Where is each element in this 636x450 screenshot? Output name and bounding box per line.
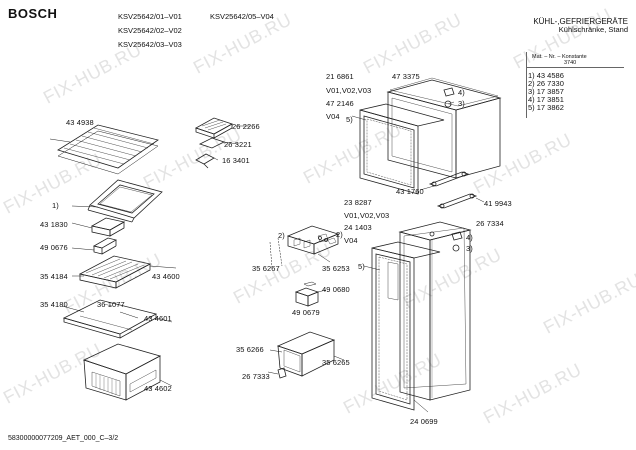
category-line: KÜHL-,GEFRIERGERÄTE: [533, 17, 628, 26]
note-marker: 5): [358, 262, 365, 271]
part-number-label: 36 1077: [97, 300, 125, 309]
fridge-gasket-part: [363, 241, 441, 413]
legend-header: Mat. – Nr. – Konstante: [532, 54, 587, 60]
part-number-label: 24 0699: [410, 417, 438, 426]
note-marker: 3): [458, 99, 465, 108]
document-id: 58300000077209_AET_000_C–3/2: [8, 435, 119, 442]
legend-item: 3) 17 3857: [528, 87, 564, 96]
legend-item: 2) 26 7330: [528, 79, 564, 88]
door-shelf-part: [269, 225, 340, 269]
part-number-label: 24 1403: [344, 223, 372, 232]
category-line: Kühlschränke, Stand: [558, 25, 628, 34]
part-number-label: 35 6266: [236, 345, 264, 354]
bracket-part: [71, 237, 118, 255]
drawer-part: [72, 255, 177, 289]
note-marker: 2): [278, 231, 285, 240]
hinge-part: [451, 231, 463, 252]
note-marker: 1): [52, 201, 59, 210]
part-number-label: 26 7334: [476, 219, 504, 228]
freezer-door-part: [386, 77, 502, 179]
part-number-label: 35 6253: [322, 264, 350, 273]
legend-divider: [526, 67, 624, 68]
freezer-gasket-part: [351, 103, 445, 195]
legend-header: 3740: [564, 60, 577, 66]
egg-tray-part: [195, 117, 250, 139]
variant-label: V04: [326, 112, 340, 121]
note-marker: 4): [458, 88, 465, 97]
part-number-label: 35 4180: [40, 300, 68, 309]
part-number-label: 49 0680: [322, 285, 350, 294]
door-handle-part: [436, 193, 485, 209]
part-number-label: 49 0679: [292, 308, 320, 317]
part-number-label: 35 6267: [252, 264, 280, 273]
glass-shelf-part: [61, 299, 173, 339]
part-number-label: 35 4184: [40, 272, 68, 281]
part-number-label: 43 4602: [144, 384, 172, 393]
brand-logo: BOSCH: [8, 6, 58, 21]
model-number: KSV25642/03–V03: [118, 40, 182, 49]
note-marker: 3): [466, 244, 473, 253]
part-number-label: 43 4601: [144, 314, 172, 323]
crisper-drawer-part: [82, 343, 173, 401]
legend-frame: [526, 52, 627, 118]
part-number-label: 43 4600: [152, 272, 180, 281]
scraper-part: [195, 153, 219, 169]
part-number-label: 47 2146: [326, 99, 354, 108]
part-number-label: 43 1760: [396, 187, 424, 196]
variant-label: V01,V02,V03: [344, 211, 390, 220]
part-number-label: 35 6265: [322, 358, 350, 367]
model-number: KSV25642/05–V04: [210, 12, 274, 21]
part-number-label: 21 6861: [326, 72, 354, 81]
legend-item: 5) 17 3862: [528, 103, 564, 112]
note-marker: 5): [346, 115, 353, 124]
part-number-label: 49 0676: [40, 243, 68, 252]
part-number-label: 23 8287: [344, 198, 372, 207]
wire-shelf-part: [49, 124, 159, 175]
bottle-shelf-part: [269, 331, 345, 377]
door-handle-part: [419, 171, 470, 191]
part-number-label: 26 2266: [232, 122, 260, 131]
part-number-label: 16 3401: [222, 156, 250, 165]
part-number-label: 26 3221: [224, 140, 252, 149]
note-marker: 4): [466, 233, 473, 242]
fridge-door-part: [398, 221, 472, 401]
ice-tray-part: [198, 137, 239, 149]
part-number-label: 26 7333: [242, 372, 270, 381]
butter-box-part: [294, 281, 327, 307]
model-number: KSV25642/02–V02: [118, 26, 182, 35]
part-number-label: 41 9943: [484, 199, 512, 208]
legend-item: 4) 17 3851: [528, 95, 564, 104]
part-number-label: 47 3375: [392, 72, 420, 81]
part-number-label: 43 4938: [66, 118, 94, 127]
variant-label: V04: [344, 236, 358, 245]
freezer-flap-part: [71, 179, 163, 223]
hinge-part: [443, 87, 455, 108]
category-title: KÜHL-,GEFRIERGERÄTE Kühlschränke, Stand: [533, 18, 628, 34]
legend-item: 1) 43 4586: [528, 71, 564, 80]
stopper-part: [267, 367, 287, 379]
tray-part: [71, 217, 126, 237]
note-marker: 2): [336, 230, 343, 239]
model-number: KSV25642/01–V01: [118, 12, 182, 21]
variant-label: V01,V02,V03: [326, 86, 372, 95]
part-number-label: 43 1830: [40, 220, 68, 229]
hinge-cover-part: [429, 231, 435, 237]
legend: Mat. – Nr. – Konstante 3740 1) 43 4586 2…: [528, 54, 587, 112]
